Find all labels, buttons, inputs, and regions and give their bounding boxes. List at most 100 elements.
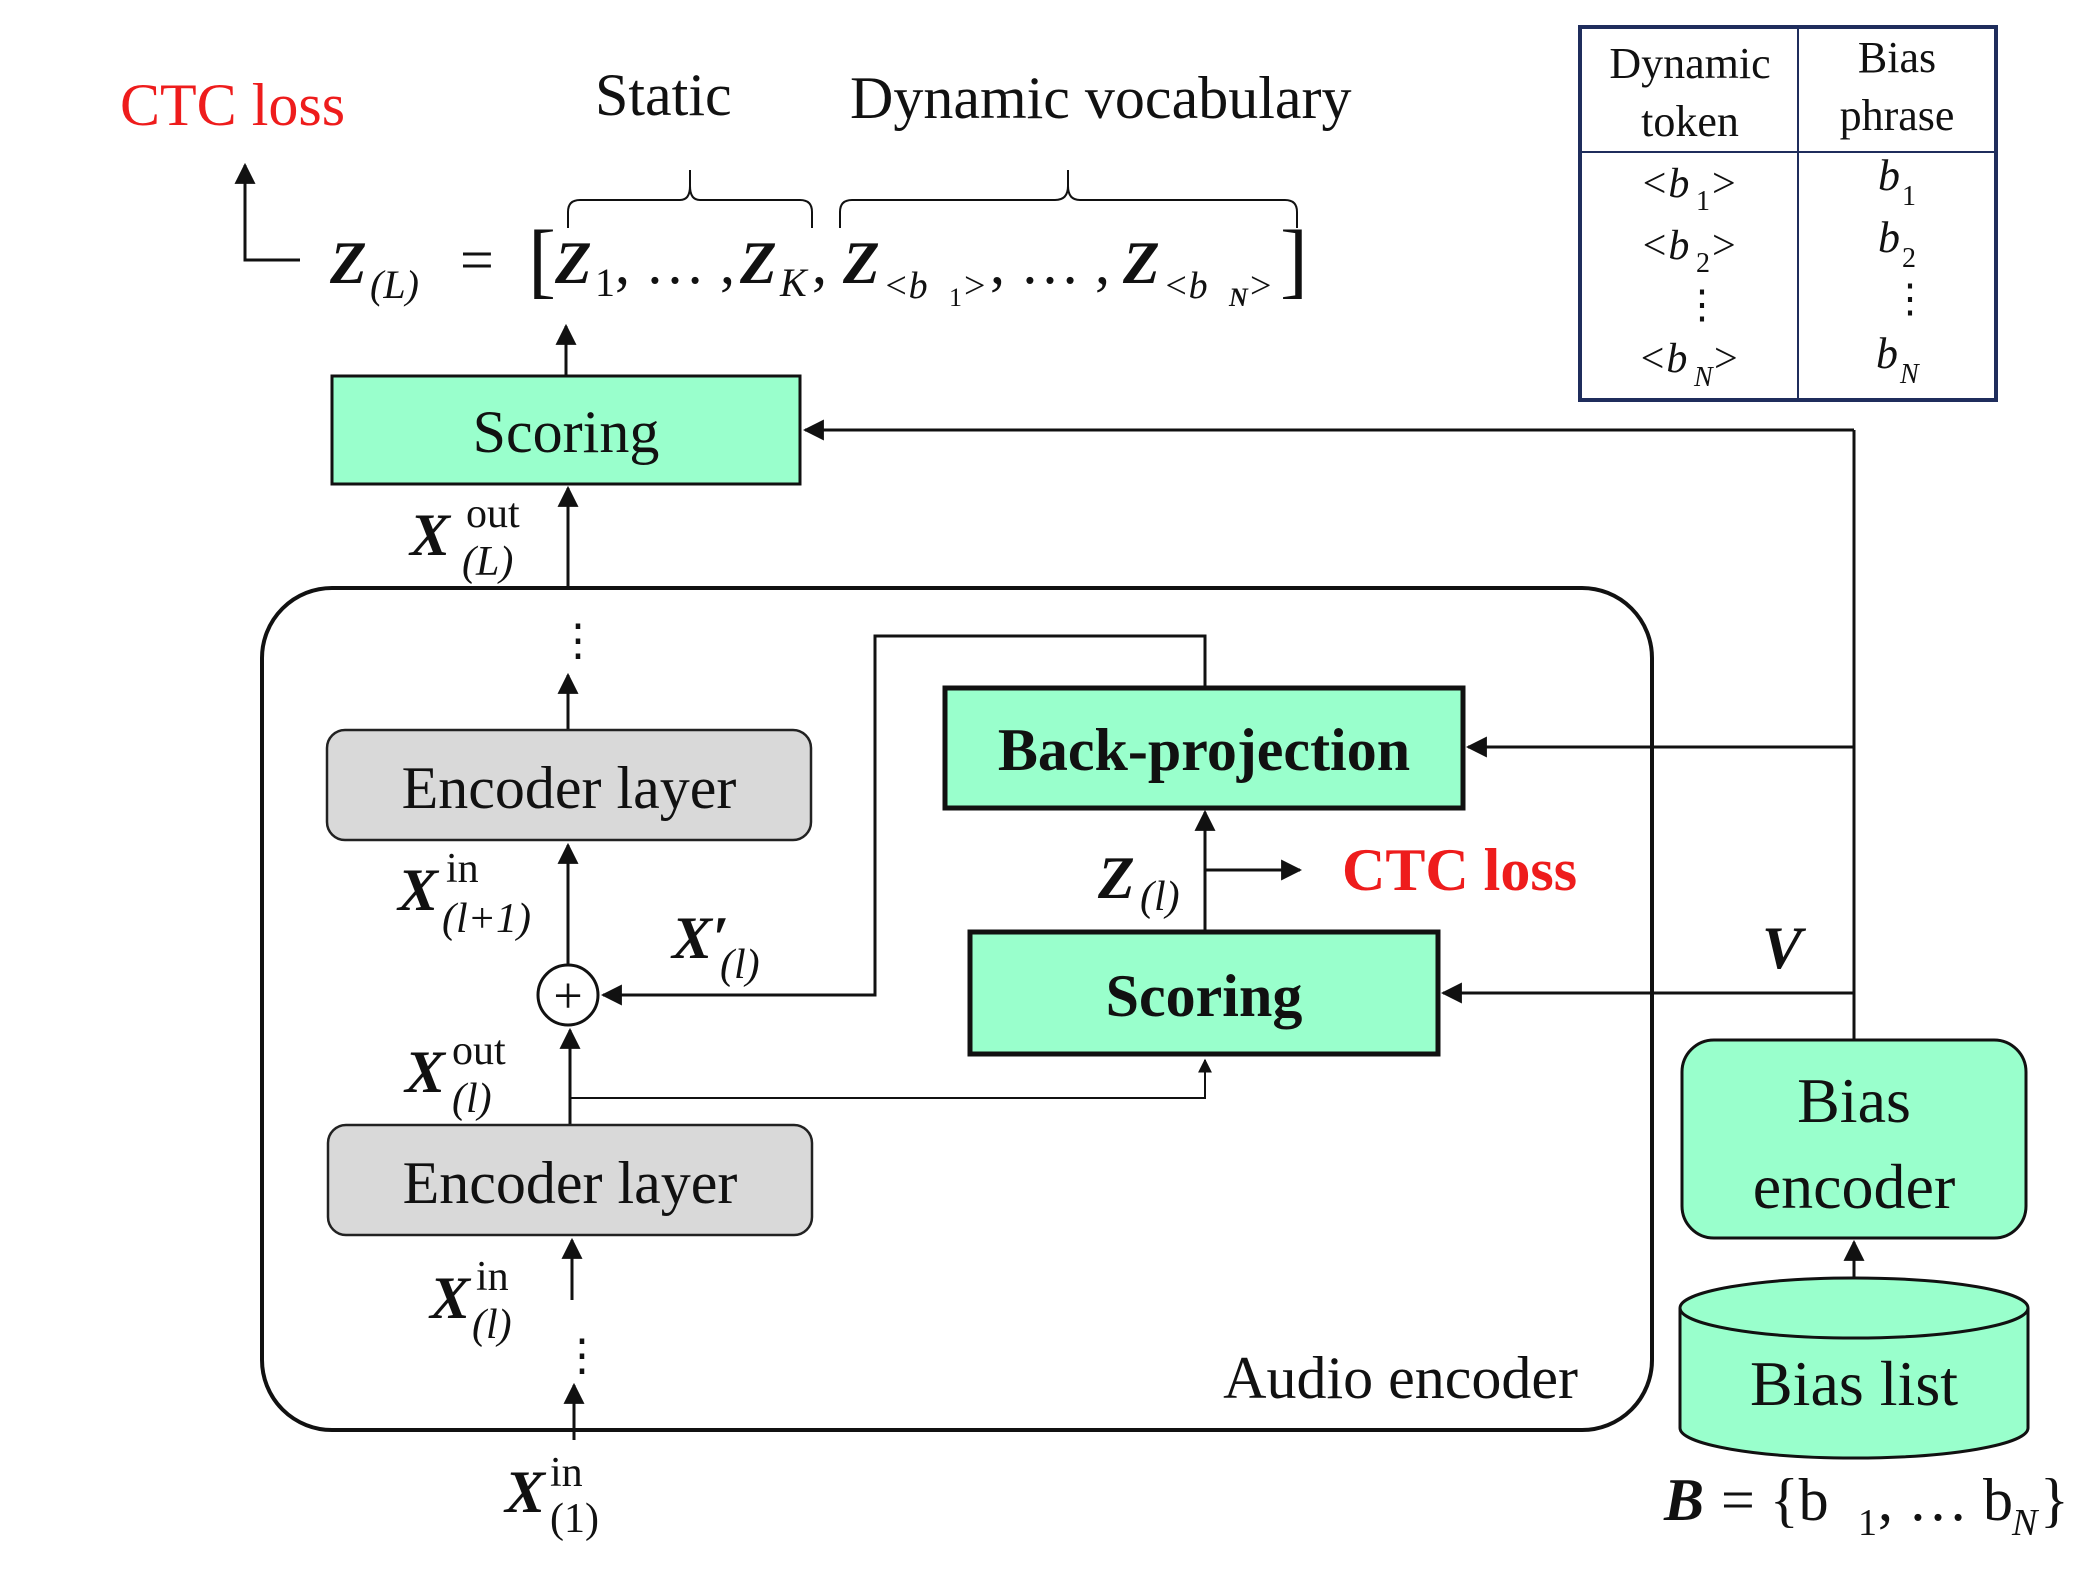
x-in-l-label: X in (l)	[428, 1254, 512, 1348]
svg-text:in: in	[476, 1254, 509, 1300]
ctc-top-arrow	[234, 162, 300, 262]
svg-text:(l): (l)	[1140, 874, 1180, 920]
static-label: Static	[595, 62, 732, 128]
svg-text:<b: <b	[1638, 336, 1687, 382]
dynamic-brace	[839, 170, 1298, 228]
dynamic-vocabulary-label: Dynamic vocabulary	[850, 65, 1351, 131]
svg-text:b: b	[1878, 213, 1900, 262]
table-header-token-line2: token	[1641, 97, 1739, 146]
scoring-top-label: Scoring	[473, 399, 660, 465]
svg-text:(L): (L)	[370, 262, 419, 307]
back-projection-label: Back-projection	[998, 717, 1410, 783]
svg-text:Z: Z	[739, 230, 777, 296]
svg-text:>: >	[1712, 161, 1736, 207]
output-equation: Z (L) = [ Z 1 , … , Z K , Z <b 1 > , … ,…	[329, 214, 1308, 312]
svg-text:, … b: , … b	[1878, 1467, 2013, 1533]
svg-text:[: [	[528, 214, 556, 307]
x-out-l-label: X out (l)	[403, 1028, 506, 1122]
svg-text:Z: Z	[554, 230, 592, 296]
svg-text:in: in	[446, 846, 479, 892]
svg-text:X: X	[396, 857, 440, 923]
svg-text:N: N	[1899, 359, 1920, 390]
vertical-dots-bottom: ⋮	[560, 1331, 604, 1380]
svg-text:Z: Z	[1097, 845, 1135, 911]
audio-encoder-container	[260, 586, 1654, 1432]
svg-text:K: K	[779, 260, 809, 305]
svg-text:N: N	[1228, 283, 1249, 312]
svg-text:in: in	[550, 1450, 583, 1496]
svg-text:(l+1): (l+1)	[442, 896, 531, 942]
bias-encoder-box	[1680, 1038, 2028, 1240]
svg-text:1: 1	[1858, 1502, 1877, 1544]
svg-text:2: 2	[1696, 248, 1710, 279]
v-label: V	[1762, 915, 1807, 981]
audio-encoder-label: Audio encoder	[1223, 1345, 1578, 1411]
encoder-layer-lower	[326, 1123, 814, 1237]
svg-text:}: }	[2040, 1467, 2069, 1533]
back-projection-to-adder	[600, 634, 1207, 1006]
encoder-layer-upper	[325, 728, 813, 842]
svg-text:out: out	[452, 1028, 506, 1074]
svg-text:<b: <b	[1640, 161, 1689, 207]
back-projection-box	[942, 685, 1466, 811]
x-prime-label: X′ (l)	[670, 905, 760, 988]
svg-text:(l): (l)	[472, 1302, 512, 1348]
svg-text:(l): (l)	[720, 942, 760, 988]
svg-text:B: B	[1663, 1467, 1704, 1533]
svg-text:(L): (L)	[462, 539, 513, 585]
svg-text:<b: <b	[1163, 265, 1208, 307]
svg-text:]: ]	[1280, 214, 1308, 307]
bias-list-label: Bias list	[1750, 1348, 1958, 1419]
svg-text:N: N	[1693, 362, 1714, 393]
static-brace	[567, 170, 813, 228]
svg-text:1: 1	[1902, 181, 1916, 212]
svg-text:X: X	[503, 1459, 547, 1525]
scoring-mid-box	[967, 929, 1441, 1057]
ctc-loss-top-label: CTC loss	[120, 72, 345, 138]
svg-text:1: 1	[1696, 186, 1710, 217]
svg-text:Z: Z	[1122, 230, 1160, 296]
ctc-loss-mid-label: CTC loss	[1342, 837, 1577, 903]
bias-list-cylinder	[1678, 1276, 2030, 1460]
svg-text:(1): (1)	[550, 1496, 599, 1542]
branch-to-scoring	[570, 1058, 1212, 1099]
svg-text:⋮: ⋮	[1682, 282, 1722, 327]
svg-text:=: =	[460, 227, 494, 293]
bias-encoder-label-line2: encoder	[1753, 1151, 1956, 1222]
svg-text:1: 1	[949, 283, 962, 312]
svg-text:Z: Z	[842, 230, 880, 296]
svg-text:>: >	[1712, 223, 1736, 269]
svg-text:= {b: = {b	[1706, 1467, 1829, 1533]
table-header-token-line1: Dynamic	[1609, 39, 1770, 88]
x-in-l1-label: X in (l+1)	[396, 846, 531, 942]
bias-encoder-label-line1: Bias	[1797, 1065, 1911, 1136]
svg-text:(l): (l)	[452, 1076, 492, 1122]
svg-text:, … ,: , … ,	[990, 230, 1110, 296]
svg-text:+: +	[553, 968, 582, 1025]
svg-text:X′: X′	[670, 905, 729, 971]
svg-text:, … ,: , … ,	[615, 230, 735, 296]
z-l-label: Z (l)	[1097, 845, 1180, 920]
svg-text:1: 1	[595, 260, 615, 305]
encoder-layer-lower-label: Encoder layer	[403, 1150, 738, 1216]
svg-text:>: >	[964, 265, 985, 307]
svg-text:b: b	[1876, 329, 1898, 378]
residual-adder-node: +	[536, 963, 600, 1027]
token-phrase-table: Dynamic token Bias phrase <b 1 > b 1 <b …	[1578, 25, 1998, 402]
svg-text:b: b	[1878, 151, 1900, 200]
svg-text:<b: <b	[1640, 223, 1689, 269]
bias-set-equation: B = {b 1 , … b N }	[1663, 1467, 2069, 1544]
svg-text:Z: Z	[329, 230, 367, 296]
x-in-1-label: X in (1)	[503, 1450, 599, 1542]
svg-text:X: X	[408, 502, 452, 568]
svg-text:⋮: ⋮	[1890, 276, 1930, 321]
svg-text:X: X	[428, 1265, 472, 1331]
svg-text:2: 2	[1902, 243, 1916, 274]
svg-text:>: >	[1714, 336, 1738, 382]
svg-text:X: X	[403, 1039, 447, 1105]
svg-text:<b: <b	[883, 265, 928, 307]
vertical-dots-top: ⋮	[556, 616, 600, 665]
svg-text:N: N	[2011, 1502, 2040, 1544]
encoder-layer-upper-label: Encoder layer	[402, 755, 737, 821]
table-header-phrase-line2: phrase	[1840, 91, 1955, 140]
